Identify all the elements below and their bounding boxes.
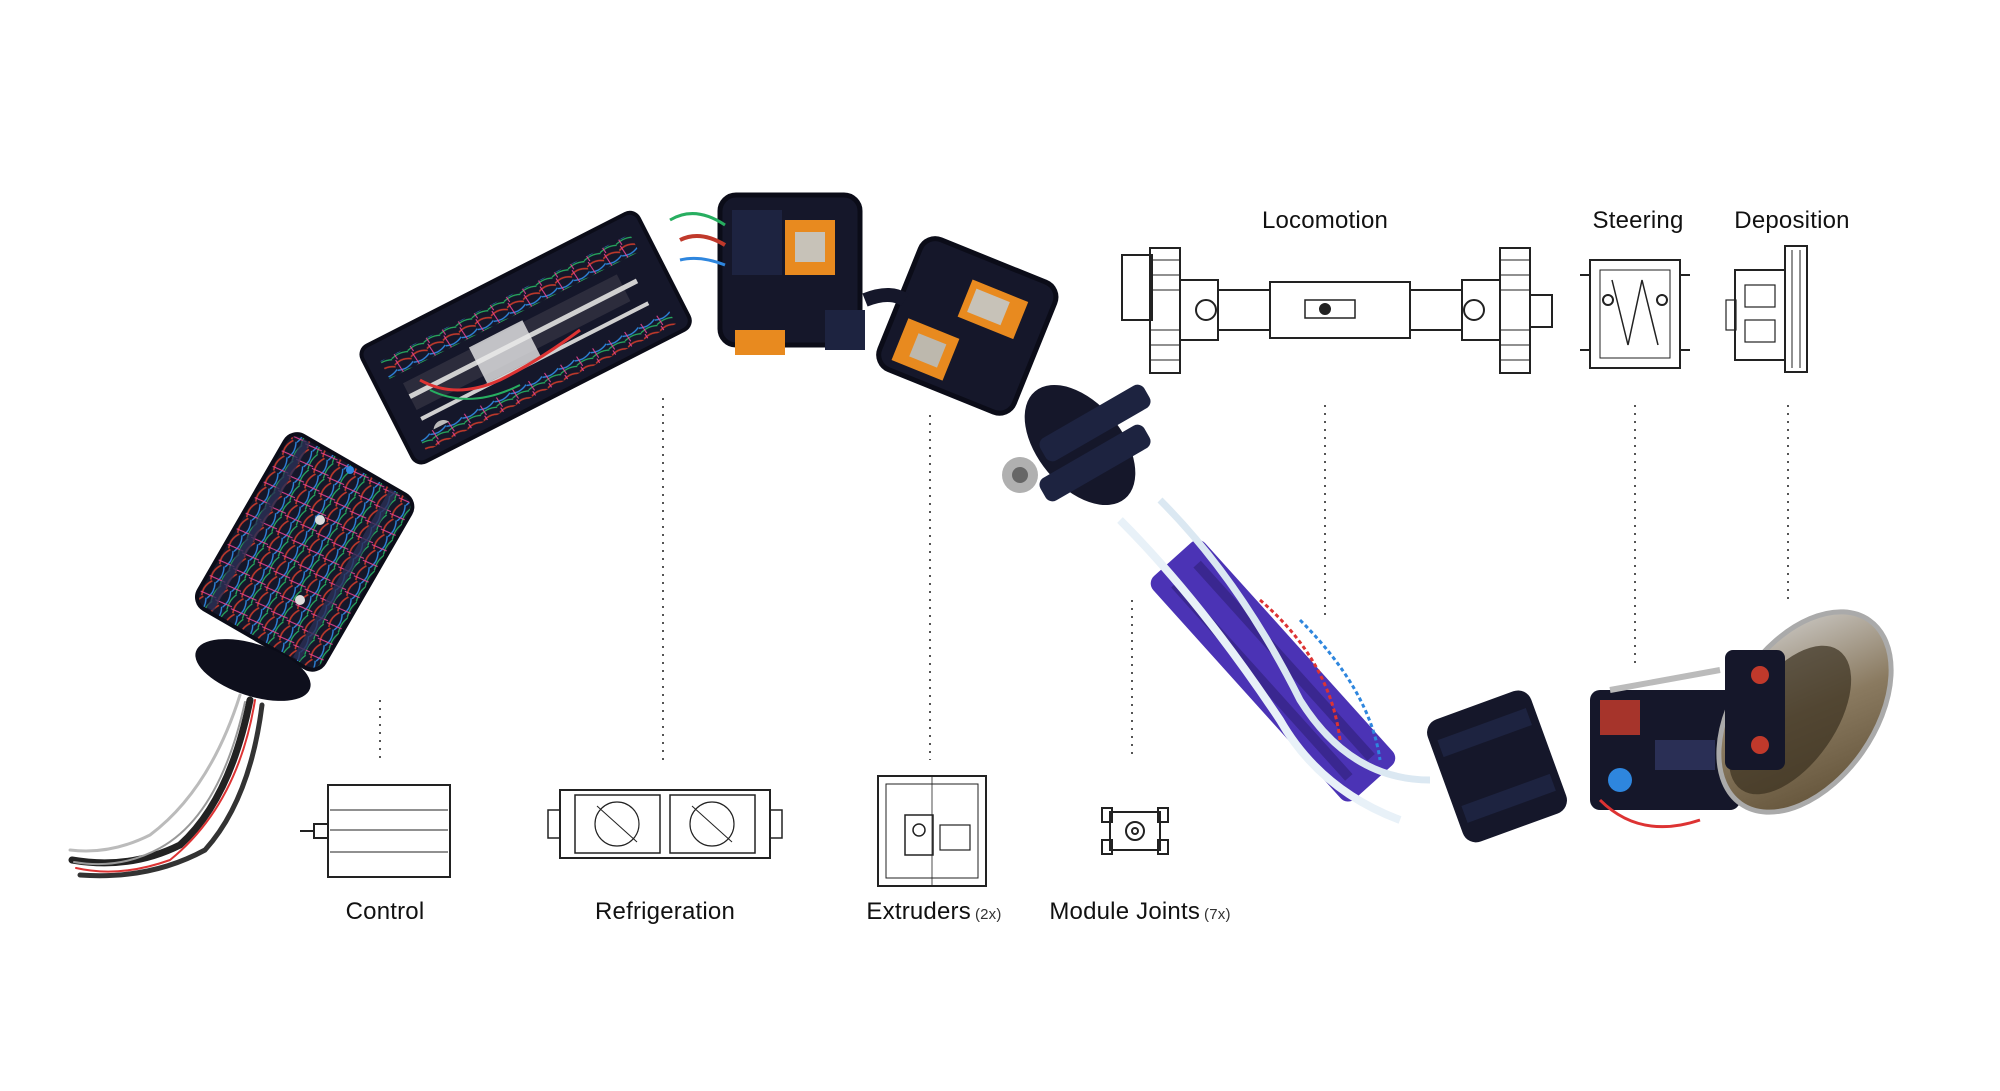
control-drawing [300,784,451,878]
refrigeration-drawing [547,789,783,859]
deposition-label-text: Deposition [1734,207,1850,234]
trailing-cables [68,693,265,879]
steering-label: Steering [1593,207,1684,235]
module-joints-count: (7x) [1204,906,1231,923]
locomotion-body [1002,384,1567,843]
control-module [195,432,415,701]
control-label-text: Control [345,898,425,925]
refrigeration-label-text: Refrigeration [594,898,736,925]
leader-lines [379,398,1789,760]
control-label: Control [346,898,425,926]
extruders-label: Extruders(2x) [866,898,1001,926]
steering-label-text: Steering [1592,207,1684,234]
extruders-label-text: Extruders [866,898,971,925]
deposition-disk [1716,609,1894,815]
refrigeration-label: Refrigeration [595,898,735,926]
deposition-label: Deposition [1734,207,1849,235]
extruders-drawing [877,775,987,887]
extruders-count: (2x) [974,906,1002,923]
extruder-module-1 [669,192,865,355]
steering-drawing [1580,259,1690,369]
locomotion-label: Locomotion [1262,207,1388,235]
deposition-drawing [1725,245,1808,373]
locomotion-label-text: Locomotion [1261,207,1389,234]
steering-module [1590,667,1740,829]
module-joints-drawing [1101,807,1169,855]
refrigeration-module [359,210,692,465]
module-joints-label: Module Joints(7x) [1049,898,1230,926]
locomotion-drawing [1121,247,1553,374]
extruder-module-2 [862,236,1059,416]
module-joints-label-text: Module Joints [1049,898,1201,925]
